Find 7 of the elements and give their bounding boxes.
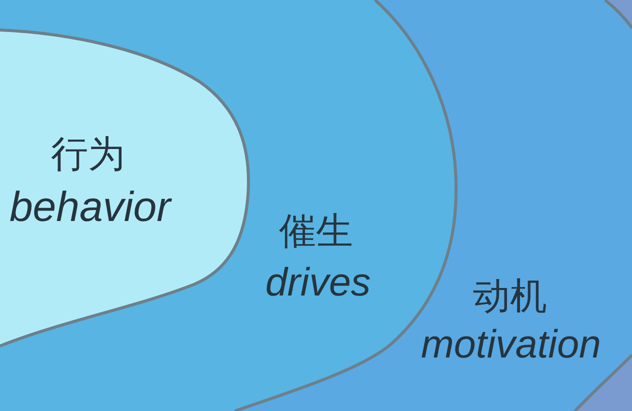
inner-region <box>0 28 252 350</box>
term-label: 催生 <box>279 212 353 250</box>
translation-label: behavior <box>9 186 171 228</box>
translation-label: drives <box>265 263 371 303</box>
term-label: 行为 <box>51 136 125 172</box>
term-label: 动机 <box>473 278 547 314</box>
translation-label: motivation <box>420 325 602 365</box>
